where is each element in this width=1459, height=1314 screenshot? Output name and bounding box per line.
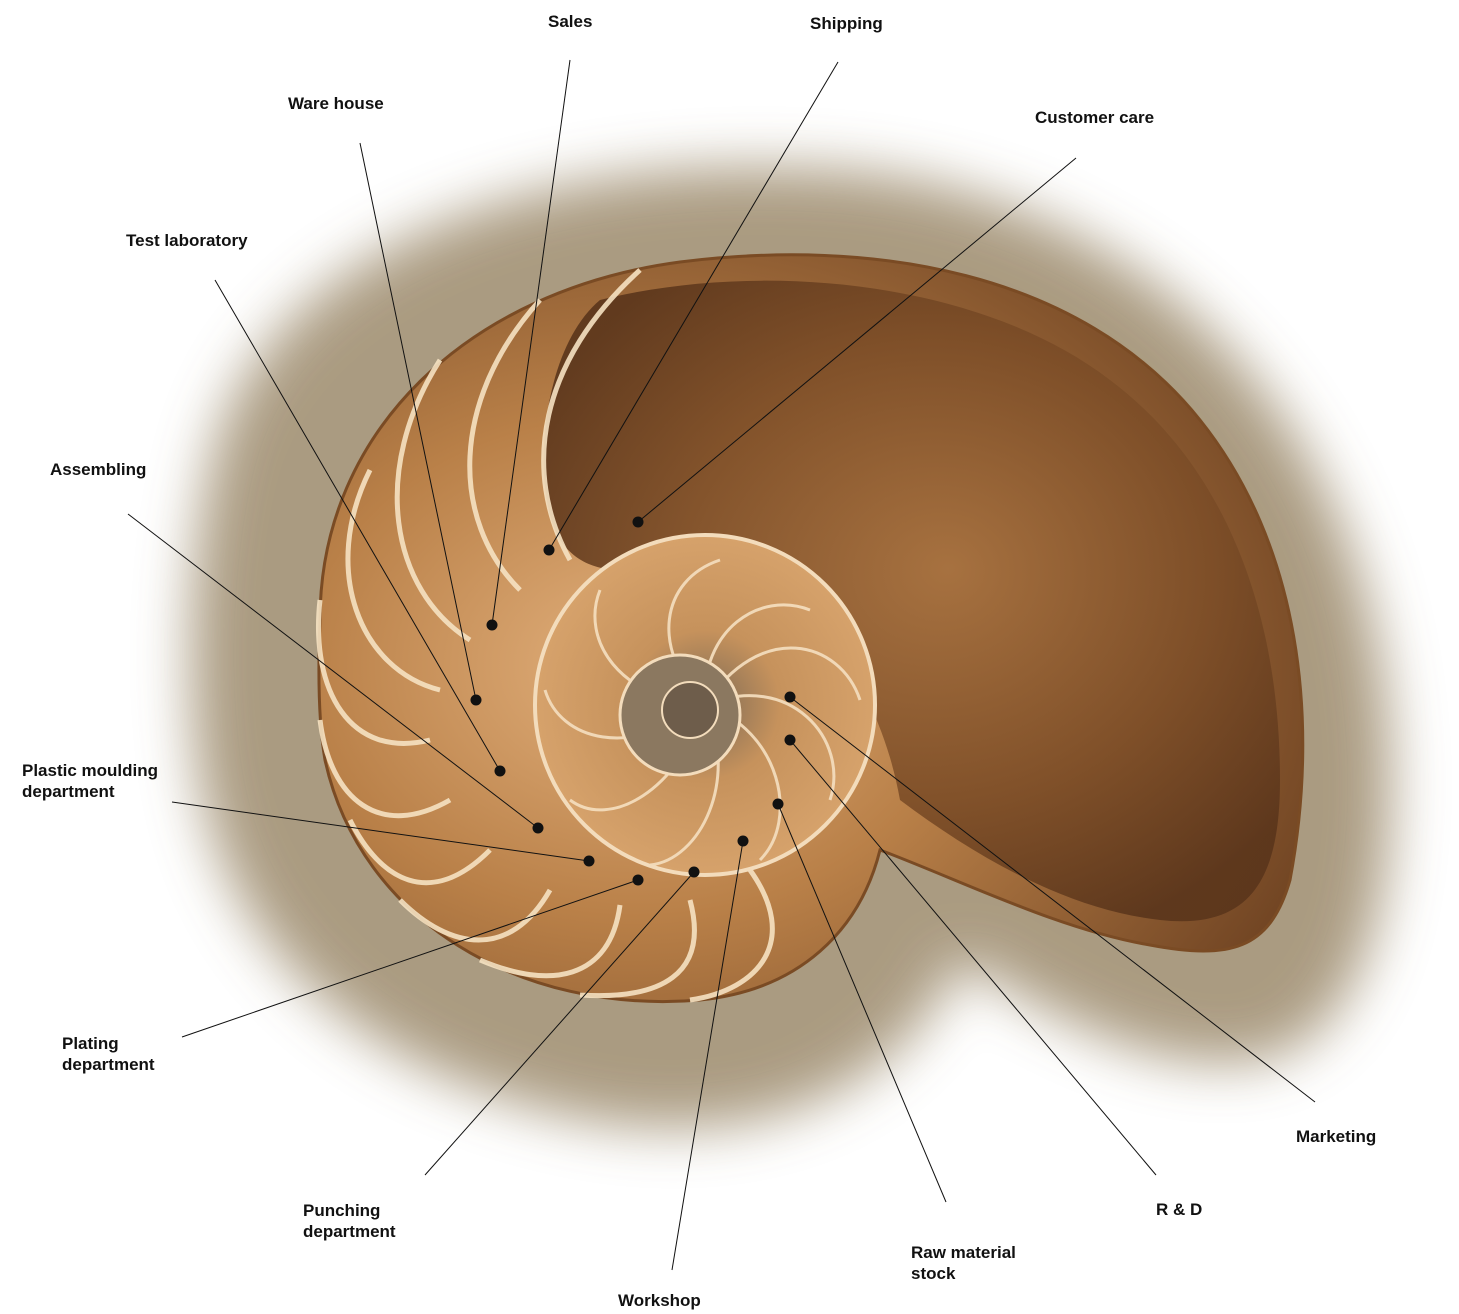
marker-dot-customer-care [633, 517, 644, 528]
label-workshop: Workshop [618, 1290, 701, 1311]
marker-dot-ware-house [471, 695, 482, 706]
label-raw-material: Raw material stock [911, 1242, 1016, 1284]
marker-dot-sales [487, 620, 498, 631]
marker-dot-r-and-d [785, 735, 796, 746]
label-plating: Plating department [62, 1033, 155, 1075]
marker-dot-raw-material [773, 799, 784, 810]
label-shipping: Shipping [810, 13, 883, 34]
label-customer-care: Customer care [1035, 107, 1154, 128]
label-r-and-d: R & D [1156, 1199, 1202, 1220]
label-test-laboratory: Test laboratory [126, 230, 248, 251]
marker-dot-assembling [533, 823, 544, 834]
marker-dot-plating [633, 875, 644, 886]
marker-dot-punching [689, 867, 700, 878]
marker-dot-shipping [544, 545, 555, 556]
label-sales: Sales [548, 11, 592, 32]
marker-dot-marketing [785, 692, 796, 703]
label-ware-house: Ware house [288, 93, 384, 114]
label-assembling: Assembling [50, 459, 146, 480]
label-punching: Punching department [303, 1200, 396, 1242]
label-marketing: Marketing [1296, 1126, 1376, 1147]
label-plastic-moulding: Plastic moulding department [22, 760, 158, 802]
marker-dot-test-laboratory [495, 766, 506, 777]
marker-dot-plastic-moulding [584, 856, 595, 867]
marker-dot-workshop [738, 836, 749, 847]
